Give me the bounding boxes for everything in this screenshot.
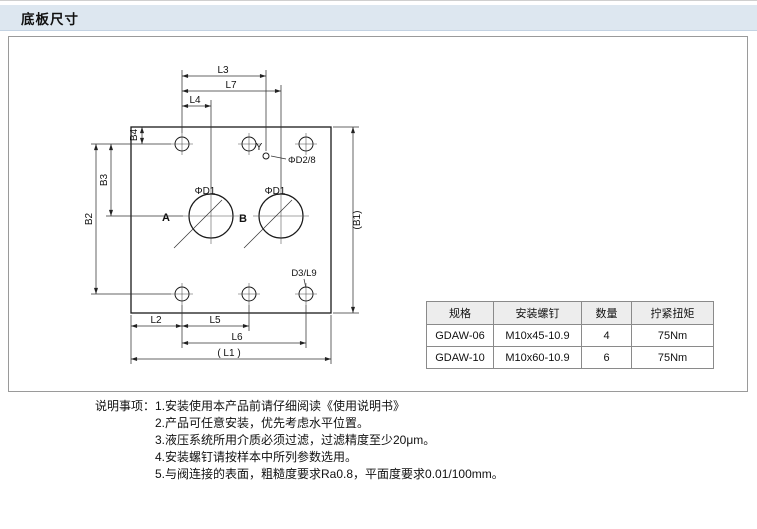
section-header-bar: 底板尺寸 [0, 5, 757, 31]
dim-label-d1-right: ΦD1 [265, 186, 286, 197]
note-item-2: 2.产品可任意安装，优先考虑水平位置。 [155, 416, 370, 430]
dim-label-b2: B2 [84, 212, 95, 225]
dim-label-b4: B4 [129, 128, 140, 141]
dim-label-l5: L5 [209, 315, 221, 326]
technical-drawing: L3 L7 L4 B4 B3 B2 (B1) L2 L5 L6 ( L1 ) Φ… [84, 65, 363, 364]
mark-label-y: Y [256, 142, 263, 153]
cell-qty: 6 [581, 346, 632, 369]
drawing-panel: L3 L7 L4 B4 B3 B2 (B1) L2 L5 L6 ( L1 ) Φ… [8, 36, 748, 392]
dim-label-l2: L2 [150, 315, 162, 326]
cell-torque: 75Nm [631, 324, 714, 347]
port-label-b: B [239, 213, 247, 225]
dim-label-l7: L7 [225, 80, 237, 91]
note-item-5: 5.与阀连接的表面，粗糙度要求Ra0.8，平面度要求0.01/100mm。 [155, 467, 504, 481]
plate-outline [130, 126, 332, 314]
col-header-torque: 拧紧扭矩 [631, 301, 714, 325]
dim-label-d1-left: ΦD1 [195, 186, 216, 197]
dim-label-d3: D3/L9 [291, 268, 316, 279]
spec-table-header-row: 规格 安装螺钉 数量 拧紧扭矩 [426, 301, 714, 325]
col-header-qty: 数量 [581, 301, 632, 325]
dim-label-l4: L4 [189, 95, 201, 106]
spec-table: 规格 安装螺钉 数量 拧紧扭矩 GDAW-06 M10x45-10.9 4 75… [426, 301, 714, 369]
table-row: GDAW-10 M10x60-10.9 6 75Nm [426, 346, 714, 369]
dim-label-b1: (B1) [352, 211, 363, 230]
extension-lines [91, 70, 359, 364]
dimension-labels: L3 L7 L4 B4 B3 B2 (B1) L2 L5 L6 ( L1 ) Φ… [84, 65, 363, 359]
dim-label-l1: ( L1 ) [217, 348, 240, 359]
col-header-model: 规格 [426, 301, 494, 325]
pilot-hole-y [262, 152, 270, 160]
page-title: 底板尺寸 [21, 11, 79, 27]
cell-torque: 75Nm [631, 346, 714, 369]
cell-model: GDAW-10 [426, 346, 494, 369]
note-line-1: 说明事项：1.安装使用本产品前请仔细阅读《使用说明书》 [95, 398, 504, 415]
note-item-3: 3.液压系统所用介质必须过滤，过滤精度至少20μm。 [155, 433, 436, 447]
notes-section: 说明事项：1.安装使用本产品前请仔细阅读《使用说明书》 2.产品可任意安装，优先… [95, 398, 504, 483]
cell-screw: M10x60-10.9 [493, 346, 582, 369]
cell-qty: 4 [581, 324, 632, 347]
notes-label: 说明事项： [95, 399, 156, 413]
leader-lines [173, 155, 307, 289]
port-label-a: A [162, 212, 170, 224]
cell-screw: M10x45-10.9 [493, 324, 582, 347]
dim-label-b3: B3 [99, 173, 110, 186]
cell-model: GDAW-06 [426, 324, 494, 347]
page-top-rule [0, 0, 757, 1]
dim-label-d2: ΦD2/8 [288, 155, 316, 166]
dim-label-l6: L6 [231, 332, 243, 343]
note-item-4: 4.安装螺钉请按样本中所列参数选用。 [155, 450, 358, 464]
col-header-screw: 安装螺钉 [493, 301, 582, 325]
note-item-1: 1.安装使用本产品前请仔细阅读《使用说明书》 [155, 399, 406, 413]
dimension-lines [93, 73, 356, 362]
table-row: GDAW-06 M10x45-10.9 4 75Nm [426, 324, 714, 347]
dim-label-l3: L3 [217, 65, 229, 76]
